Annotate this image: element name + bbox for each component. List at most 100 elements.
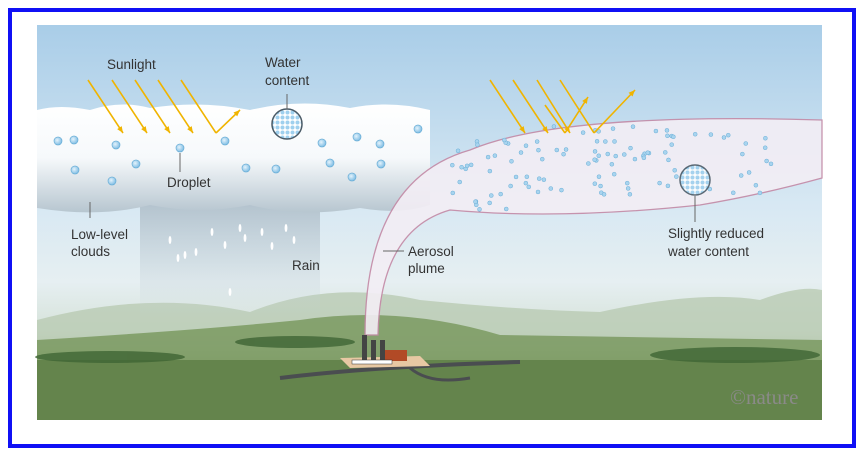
small-droplet: [518, 150, 524, 155]
small-droplet: [561, 151, 566, 157]
raindrop: [223, 241, 227, 249]
arrowhead-icon: [628, 90, 635, 97]
small-droplet: [611, 171, 617, 177]
small-droplet: [664, 128, 670, 133]
small-droplet: [657, 180, 662, 186]
small-droplet: [503, 206, 509, 212]
road-branch: [409, 366, 471, 382]
arrowhead-icon: [233, 110, 240, 117]
droplet: [111, 140, 121, 150]
small-droplet: [540, 156, 545, 162]
small-droplet: [609, 162, 615, 167]
small-droplet: [450, 190, 456, 196]
small-droplet: [592, 149, 598, 154]
small-droplet: [641, 155, 647, 161]
small-droplet: [632, 156, 638, 162]
droplet: [325, 158, 335, 168]
droplet: [241, 163, 251, 173]
small-droplet: [671, 134, 676, 140]
small-droplet: [468, 162, 474, 168]
label-reduced-water-line1: Slightly reduced: [668, 226, 764, 241]
small-droplet: [548, 186, 554, 191]
small-droplet: [674, 174, 679, 179]
small-droplet: [450, 162, 455, 168]
raindrop: [270, 242, 274, 250]
small-droplet: [485, 154, 491, 160]
small-droplet: [592, 157, 597, 162]
small-droplet: [622, 152, 627, 157]
sunlight-arrows: [87, 79, 636, 134]
small-droplet: [473, 199, 478, 204]
raindrop: [292, 236, 296, 244]
small-droplet: [523, 180, 529, 186]
small-droplet: [628, 145, 633, 151]
small-droplet: [627, 192, 633, 197]
small-droplet: [625, 186, 631, 191]
nature-credit-logo: ©nature: [730, 385, 798, 409]
label-water-content-line1: Water: [265, 55, 301, 70]
small-droplet: [455, 148, 461, 154]
small-droplet: [721, 135, 727, 140]
small-droplet: [663, 150, 668, 155]
label-low-level-clouds-line2: clouds: [71, 244, 110, 259]
sun-ray: [87, 79, 124, 134]
raindrop: [210, 228, 214, 236]
small-droplet: [653, 128, 659, 134]
droplet: [220, 136, 230, 146]
sun-ray: [180, 79, 217, 134]
small-droplet: [498, 191, 503, 197]
small-droplet: [740, 151, 745, 157]
raindrop: [194, 248, 198, 256]
small-droplet: [513, 174, 519, 180]
label-low-level-clouds-line1: Low-level: [71, 227, 128, 242]
droplets: [53, 124, 774, 212]
small-droplet: [508, 183, 513, 189]
arrowhead-icon: [542, 126, 548, 133]
small-droplet: [603, 139, 608, 144]
small-droplet: [535, 189, 541, 195]
small-droplet: [554, 147, 560, 153]
droplet: [347, 172, 357, 182]
sun-ray: [111, 79, 148, 134]
small-droplet: [586, 161, 591, 166]
small-droplet: [596, 174, 602, 179]
droplet: [70, 165, 80, 175]
small-droplet: [523, 143, 529, 148]
small-droplet: [464, 163, 470, 169]
small-droplet: [492, 153, 498, 158]
arrowhead-icon: [582, 97, 588, 104]
small-droplet: [746, 170, 752, 175]
small-droplet: [580, 130, 586, 135]
label-aerosol-plume-line2: plume: [408, 261, 445, 276]
small-droplet: [457, 179, 462, 185]
small-droplet: [731, 190, 736, 196]
small-droplet: [612, 139, 617, 144]
rain-drops: [168, 224, 296, 296]
small-droplet: [645, 150, 650, 155]
droplet: [375, 139, 385, 149]
sun-ray: [544, 104, 566, 134]
sun-ray: [134, 79, 171, 134]
small-droplet: [768, 161, 774, 167]
raindrop: [228, 288, 232, 296]
arrowhead-icon: [164, 126, 170, 133]
label-reduced-water-line2: water content: [667, 244, 749, 259]
small-droplet: [669, 142, 674, 147]
small-droplet: [594, 139, 600, 144]
sun-ray: [593, 89, 636, 134]
factory: [340, 335, 430, 368]
small-droplet: [757, 190, 763, 196]
small-droplet: [459, 164, 464, 170]
droplet: [175, 143, 185, 153]
small-droplet: [524, 174, 530, 180]
sun-ray: [536, 79, 571, 134]
small-droplet: [763, 135, 768, 141]
raindrop: [260, 228, 264, 236]
droplet: [271, 164, 281, 174]
small-droplet: [764, 158, 769, 164]
label-droplet: Droplet: [167, 175, 211, 190]
droplet: [53, 136, 63, 146]
small-droplet: [563, 147, 569, 152]
small-droplet: [601, 192, 607, 197]
